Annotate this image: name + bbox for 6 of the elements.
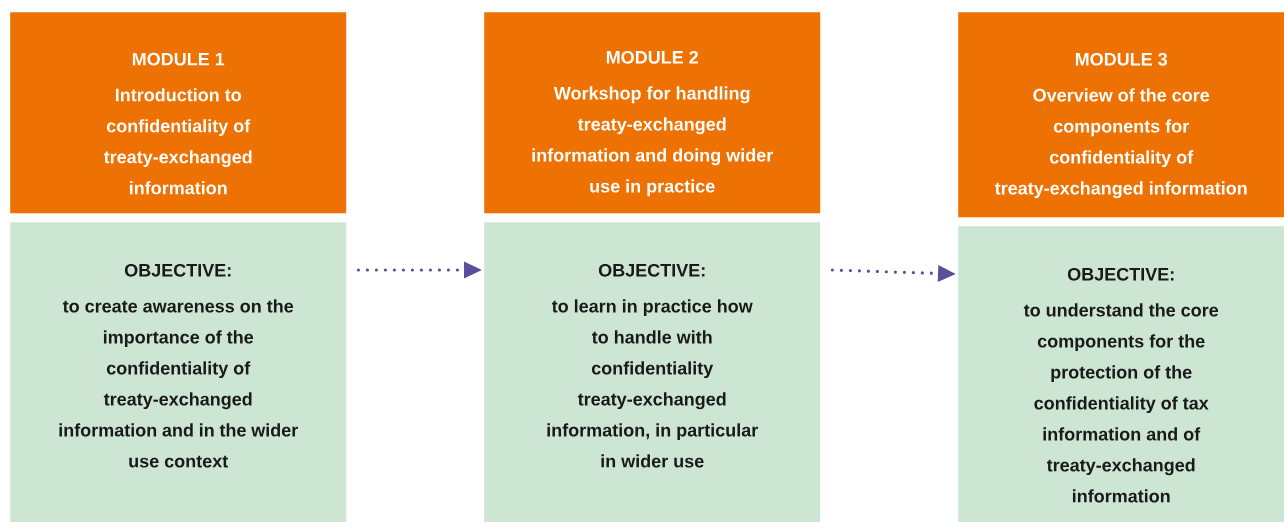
module-header-box: MODULE 3 Overview of the core components for confidentiality of treaty-exchanged information bbox=[958, 12, 1284, 218]
objective-box: OBJECTIVE: to learn in practice how to handle with confidentiality treaty-exchanged information, in particular in wider use bbox=[484, 222, 821, 522]
module-header-box: MODULE 2 Workshop for handling treaty-exchanged information and doing wider use in practice bbox=[484, 12, 821, 214]
objective-box: OBJECTIVE: to understand the core components for the protection of the confidentiality of tax information and of treaty-exchanged information bbox=[958, 226, 1284, 522]
objective-box: OBJECTIVE: to create awareness on the importance of the confidentiality of treaty-exchanged information and in the wider use context bbox=[10, 222, 347, 522]
module-header-box: MODULE 1 Introduction to confidentiality of treaty-exchanged information bbox=[10, 12, 347, 214]
